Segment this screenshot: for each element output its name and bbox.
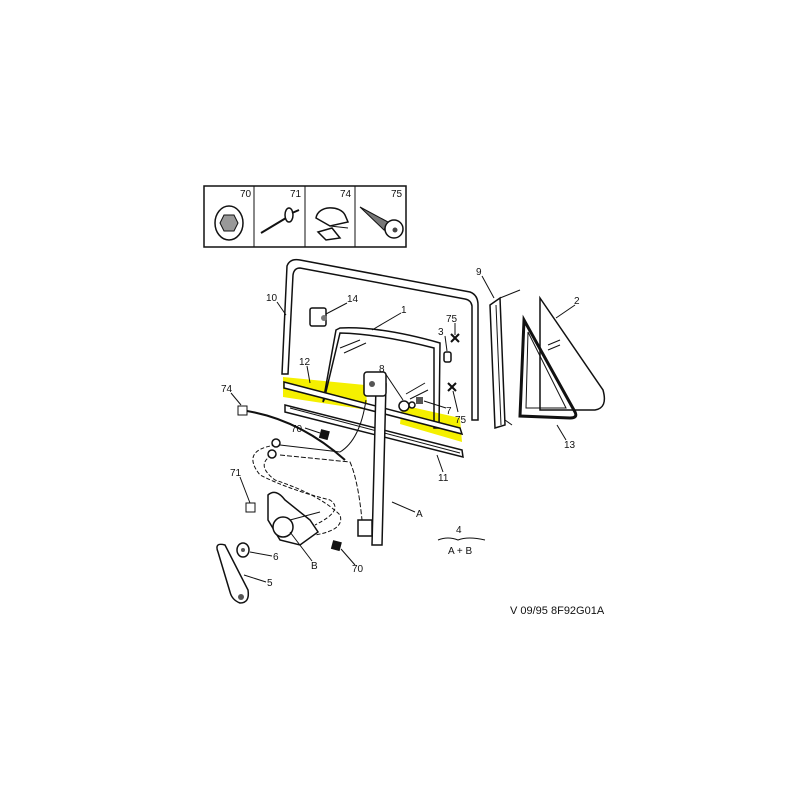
callout-9: 9 <box>476 267 482 278</box>
callout-B: B <box>311 561 318 572</box>
quarter-glass <box>539 295 606 411</box>
screw-icon <box>359 206 404 239</box>
legend-number: 70 <box>240 189 252 200</box>
assembly-number: 4 <box>456 525 462 536</box>
fastener-legend: 70 71 74 75 <box>203 185 407 248</box>
callout-14: 14 <box>347 294 359 305</box>
part-7 <box>416 397 423 404</box>
leader-lines <box>230 275 576 583</box>
part-14-clip <box>309 307 327 327</box>
legend-number: 75 <box>391 189 403 200</box>
inner-weatherstrip <box>283 381 464 436</box>
regulator-cables <box>246 399 367 536</box>
clip-70 <box>330 540 342 552</box>
callout-10: 10 <box>266 293 278 304</box>
clip-70 <box>318 429 330 441</box>
screw-marker-icon <box>450 333 460 343</box>
callout-13: 13 <box>564 440 576 451</box>
part-3 <box>443 351 452 363</box>
legend-number: 74 <box>340 189 352 200</box>
callout-6: 6 <box>273 552 279 563</box>
window-crank-handle <box>216 543 250 604</box>
callout-74: 74 <box>221 384 233 395</box>
callout-7: 7 <box>446 406 452 417</box>
callout-75: 75 <box>446 314 458 325</box>
window-channel <box>489 289 521 429</box>
rivet-icon <box>260 207 300 234</box>
callout-75: 75 <box>455 415 467 426</box>
callout-3: 3 <box>438 327 444 338</box>
callout-1: 1 <box>401 305 407 316</box>
regulator-rail <box>357 371 387 546</box>
assembly-note: 4 A + B <box>437 525 486 557</box>
cable-clip-icon <box>315 207 350 241</box>
legend-number: 71 <box>290 189 302 200</box>
callout-2: 2 <box>574 296 580 307</box>
callout-11: 11 <box>438 473 449 484</box>
door-frame-seal <box>281 258 479 421</box>
callout-70: 70 <box>352 564 364 575</box>
part-8 <box>398 400 416 412</box>
callout-70: 70 <box>291 424 303 435</box>
quarter-glass-seal <box>518 314 578 420</box>
bracket-arrow-icon <box>437 537 486 541</box>
drawing-reference: V 09/95 8F92G01A <box>510 605 605 617</box>
callout-71: 71 <box>230 468 242 479</box>
washer-6 <box>236 542 250 558</box>
callout-5: 5 <box>267 578 273 589</box>
nut-clip-icon <box>214 205 244 241</box>
callout-A: A <box>416 509 423 520</box>
regulator-mechanism <box>267 491 321 546</box>
callout-8: 8 <box>379 364 385 375</box>
rivet-71 <box>245 502 256 513</box>
callout-12: 12 <box>299 357 311 368</box>
door-glass <box>322 327 441 429</box>
screw-marker-icon <box>447 382 457 392</box>
assembly-formula: A + B <box>448 546 473 557</box>
clip-74 <box>237 405 248 416</box>
